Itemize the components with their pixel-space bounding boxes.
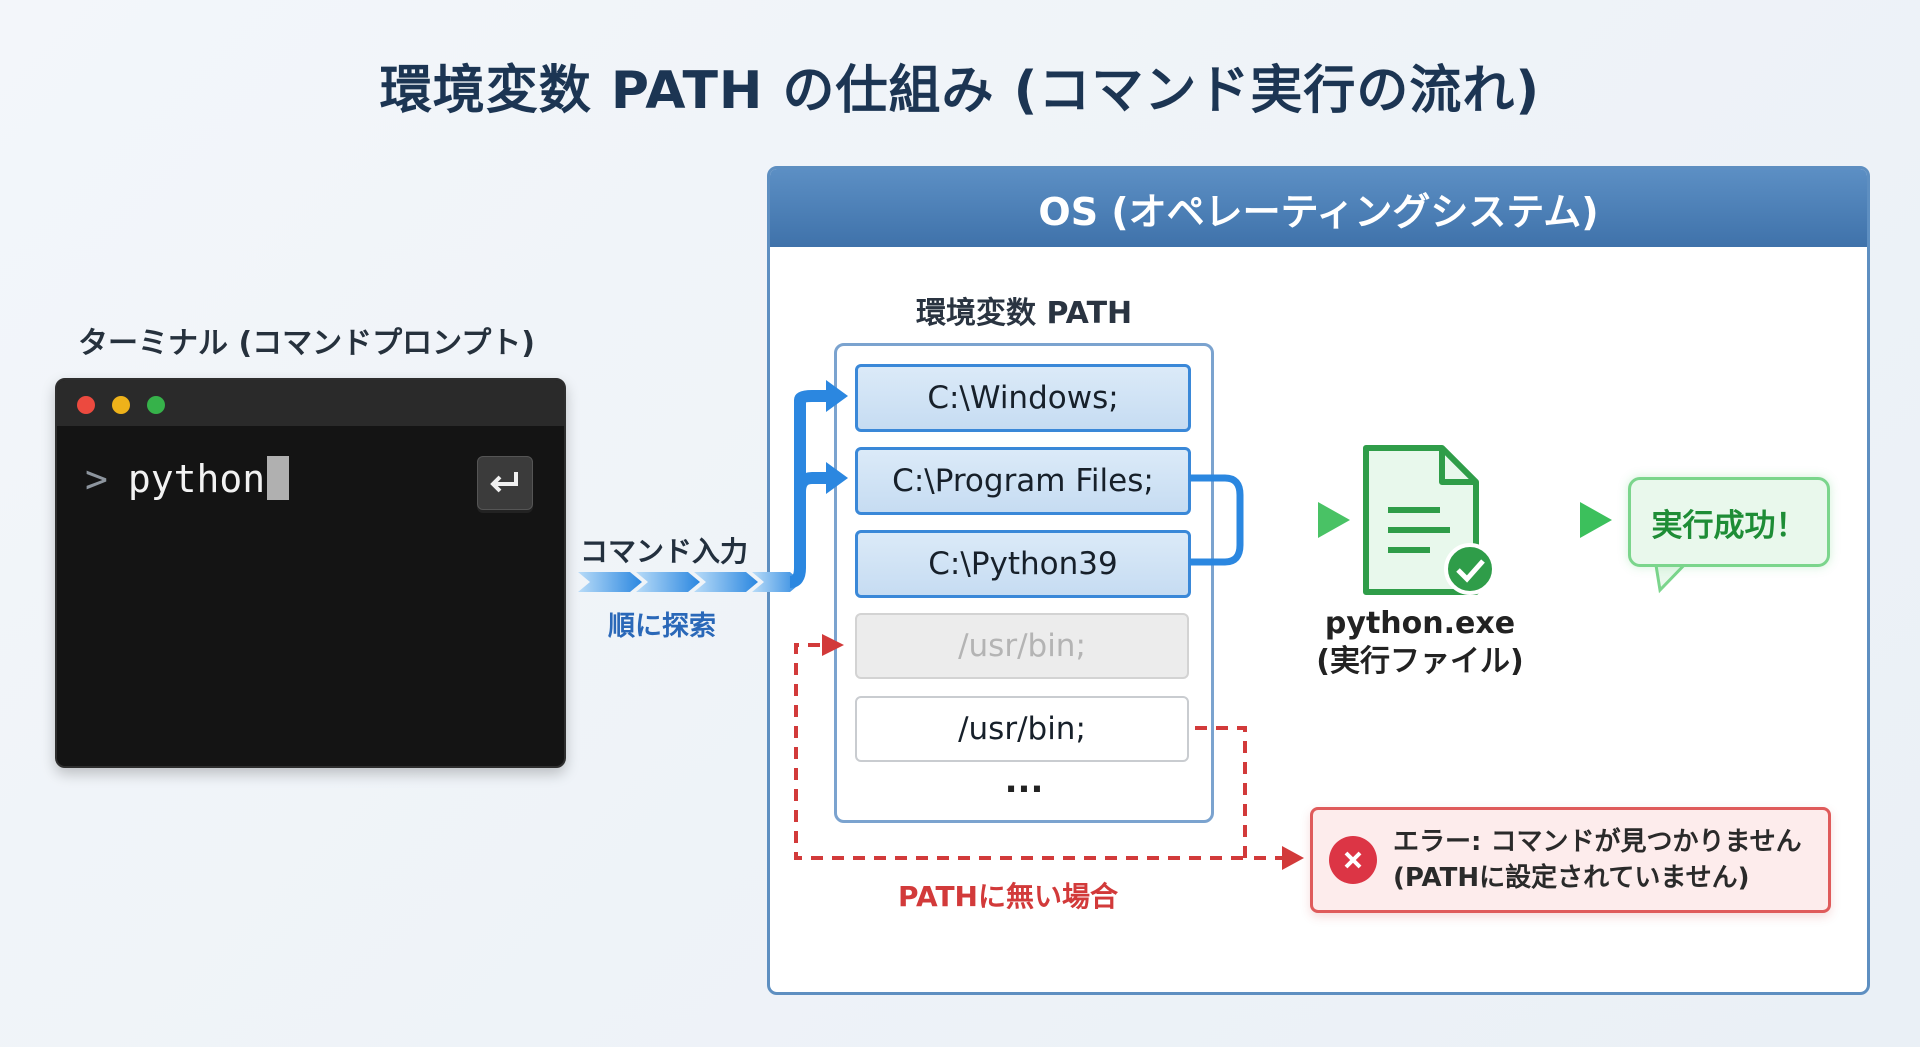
terminal-window: > python <box>55 378 566 768</box>
path-entry-usr-bin: /usr/bin; <box>855 696 1189 762</box>
success-bubble: 実行成功！ <box>1628 477 1830 567</box>
minimize-dot-icon[interactable] <box>112 396 130 414</box>
command-input-label: コマンド入力 <box>580 535 749 568</box>
prompt-symbol: > <box>85 457 108 501</box>
error-x-icon <box>1329 836 1377 884</box>
file-check-icon <box>1363 445 1496 595</box>
input-chevrons <box>578 572 802 592</box>
text-cursor <box>267 456 290 500</box>
path-entry-program-files: C:\Program Files; <box>855 447 1191 515</box>
error-route-left <box>794 643 1245 860</box>
terminal-titlebar <box>57 380 564 426</box>
path-ellipsis: ... <box>1004 761 1044 801</box>
not-in-path-label: PATHに無い場合 <box>898 880 1118 913</box>
path-title: 環境変数 PATH <box>916 296 1133 331</box>
close-dot-icon[interactable] <box>77 396 95 414</box>
merge-bracket <box>1190 474 1244 566</box>
error-line-2: (PATHに設定されていません) <box>1393 863 1750 893</box>
branch-arrow-program-files <box>794 472 830 493</box>
error-box: エラー: コマンドが見つかりません (PATHに設定されていません) <box>1310 807 1831 913</box>
typed-command: python <box>127 457 266 501</box>
enter-key-icon[interactable] <box>477 456 533 510</box>
page-title: 環境変数 PATH の仕組み (コマンド実行の流れ) <box>379 61 1541 121</box>
terminal-command-line[interactable]: > python <box>85 456 290 501</box>
maximize-dot-icon[interactable] <box>147 396 165 414</box>
search-order-label: 順に探索 <box>608 611 716 642</box>
branch-arrow-windows <box>789 390 830 588</box>
error-route-right <box>1195 726 1285 860</box>
path-entry-python39: C:\Python39 <box>855 530 1191 598</box>
path-entry-windows: C:\Windows; <box>855 364 1191 432</box>
os-header: OS (オペレーティングシステム) <box>770 169 1867 247</box>
error-line-1: エラー: コマンドが見つかりません <box>1393 827 1802 857</box>
error-message: エラー: コマンドが見つかりません (PATHに設定されていません) <box>1393 824 1802 896</box>
executable-caption: (実行ファイル) <box>1316 644 1524 679</box>
path-entry-usr-bin-faded: /usr/bin; <box>855 613 1189 679</box>
executable-label: python.exe (実行ファイル) <box>1300 605 1540 681</box>
executable-name: python.exe <box>1324 606 1516 641</box>
terminal-title: ターミナル (コマンドプロンプト) <box>78 326 535 361</box>
path-list: C:\Windows; C:\Program Files; C:\Python3… <box>834 343 1214 823</box>
